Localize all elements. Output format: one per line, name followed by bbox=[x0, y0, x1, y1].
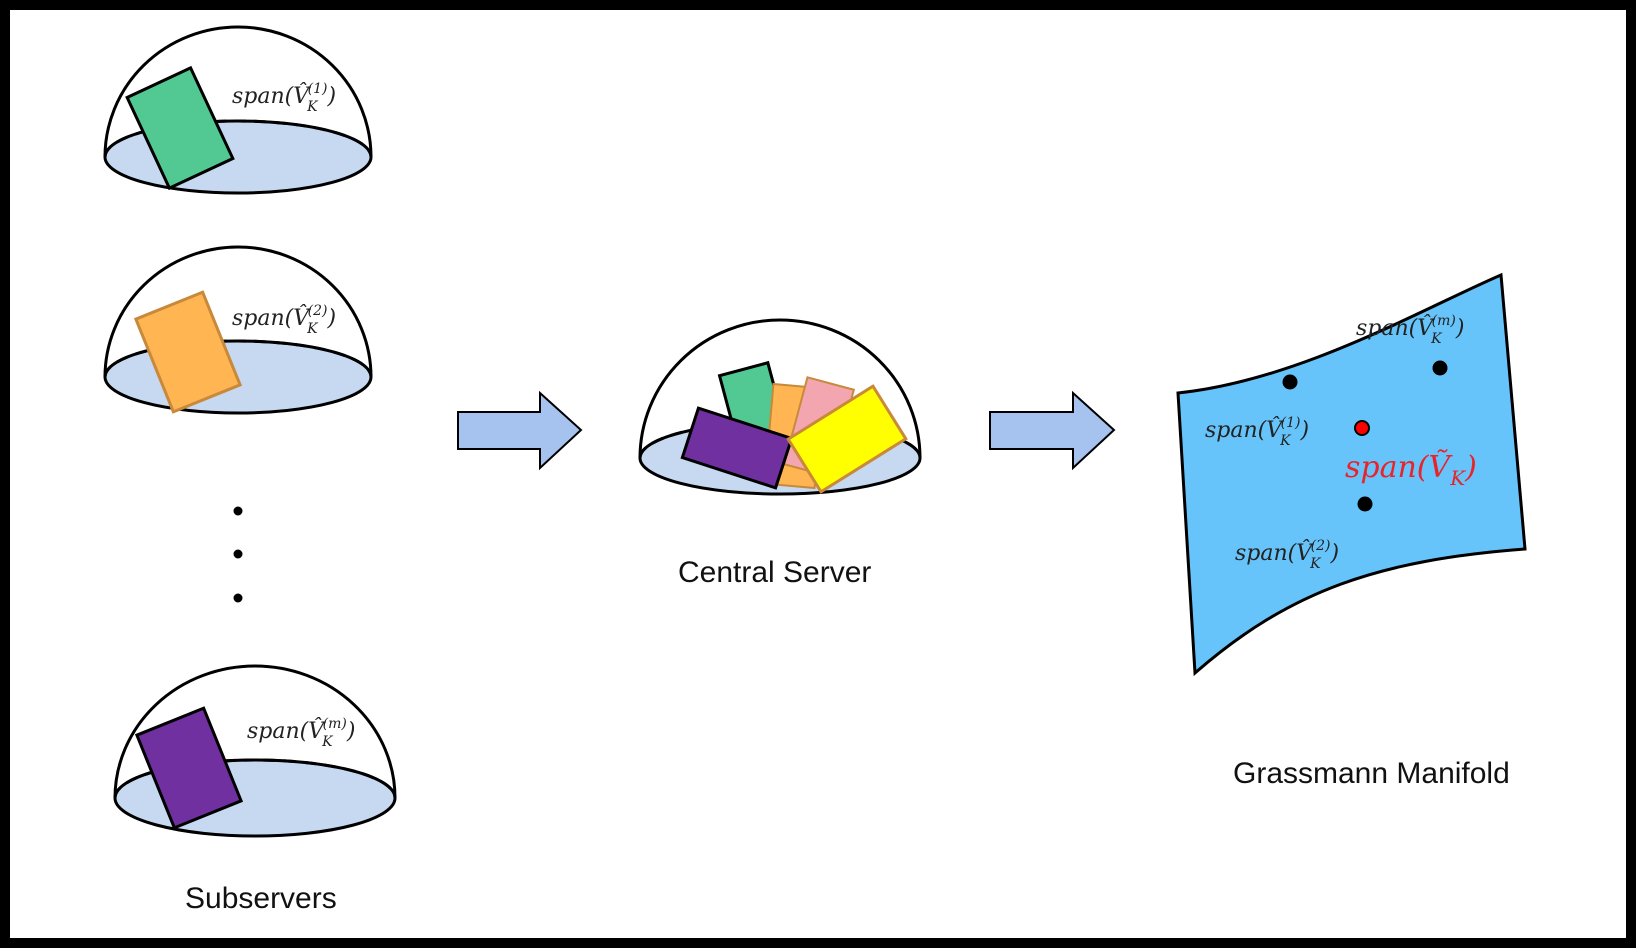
subserver-dome-1: span(V̂K(1)) bbox=[103, 25, 373, 195]
label-subservers: Subservers bbox=[185, 882, 337, 915]
label-central-server: Central Server bbox=[678, 556, 872, 589]
manifold-point-1 bbox=[1282, 374, 1298, 390]
subserver-dome-m: span(V̂K(m)) bbox=[113, 664, 397, 838]
subspace-label-m: span(V̂K(m)) bbox=[247, 716, 355, 750]
label-grassmann-manifold: Grassmann Manifold bbox=[1233, 757, 1510, 790]
subspace-plane-m bbox=[134, 706, 244, 830]
central-server-dome bbox=[638, 318, 922, 496]
manifold-point-m bbox=[1432, 360, 1448, 376]
manifold-point-2 bbox=[1357, 496, 1373, 512]
subspace-plane-1 bbox=[125, 65, 235, 191]
ellipsis-dots bbox=[233, 506, 243, 603]
arrow-to-central bbox=[457, 390, 583, 471]
consensus-point bbox=[1354, 420, 1370, 436]
subserver-dome-2: span(V̂K(2)) bbox=[103, 245, 373, 415]
subspace-plane-2 bbox=[133, 290, 243, 414]
central-plane-purple bbox=[680, 406, 794, 490]
subspace-label-1: span(V̂K(1)) bbox=[232, 81, 336, 115]
subspace-label-2: span(V̂K(2)) bbox=[232, 303, 336, 337]
central-plane-yellow bbox=[786, 384, 908, 494]
arrow-to-manifold bbox=[989, 390, 1116, 471]
grassmann-manifold: span(V̂K(m)) span(V̂K(1)) span(V̂K(2)) s… bbox=[1176, 272, 1527, 677]
